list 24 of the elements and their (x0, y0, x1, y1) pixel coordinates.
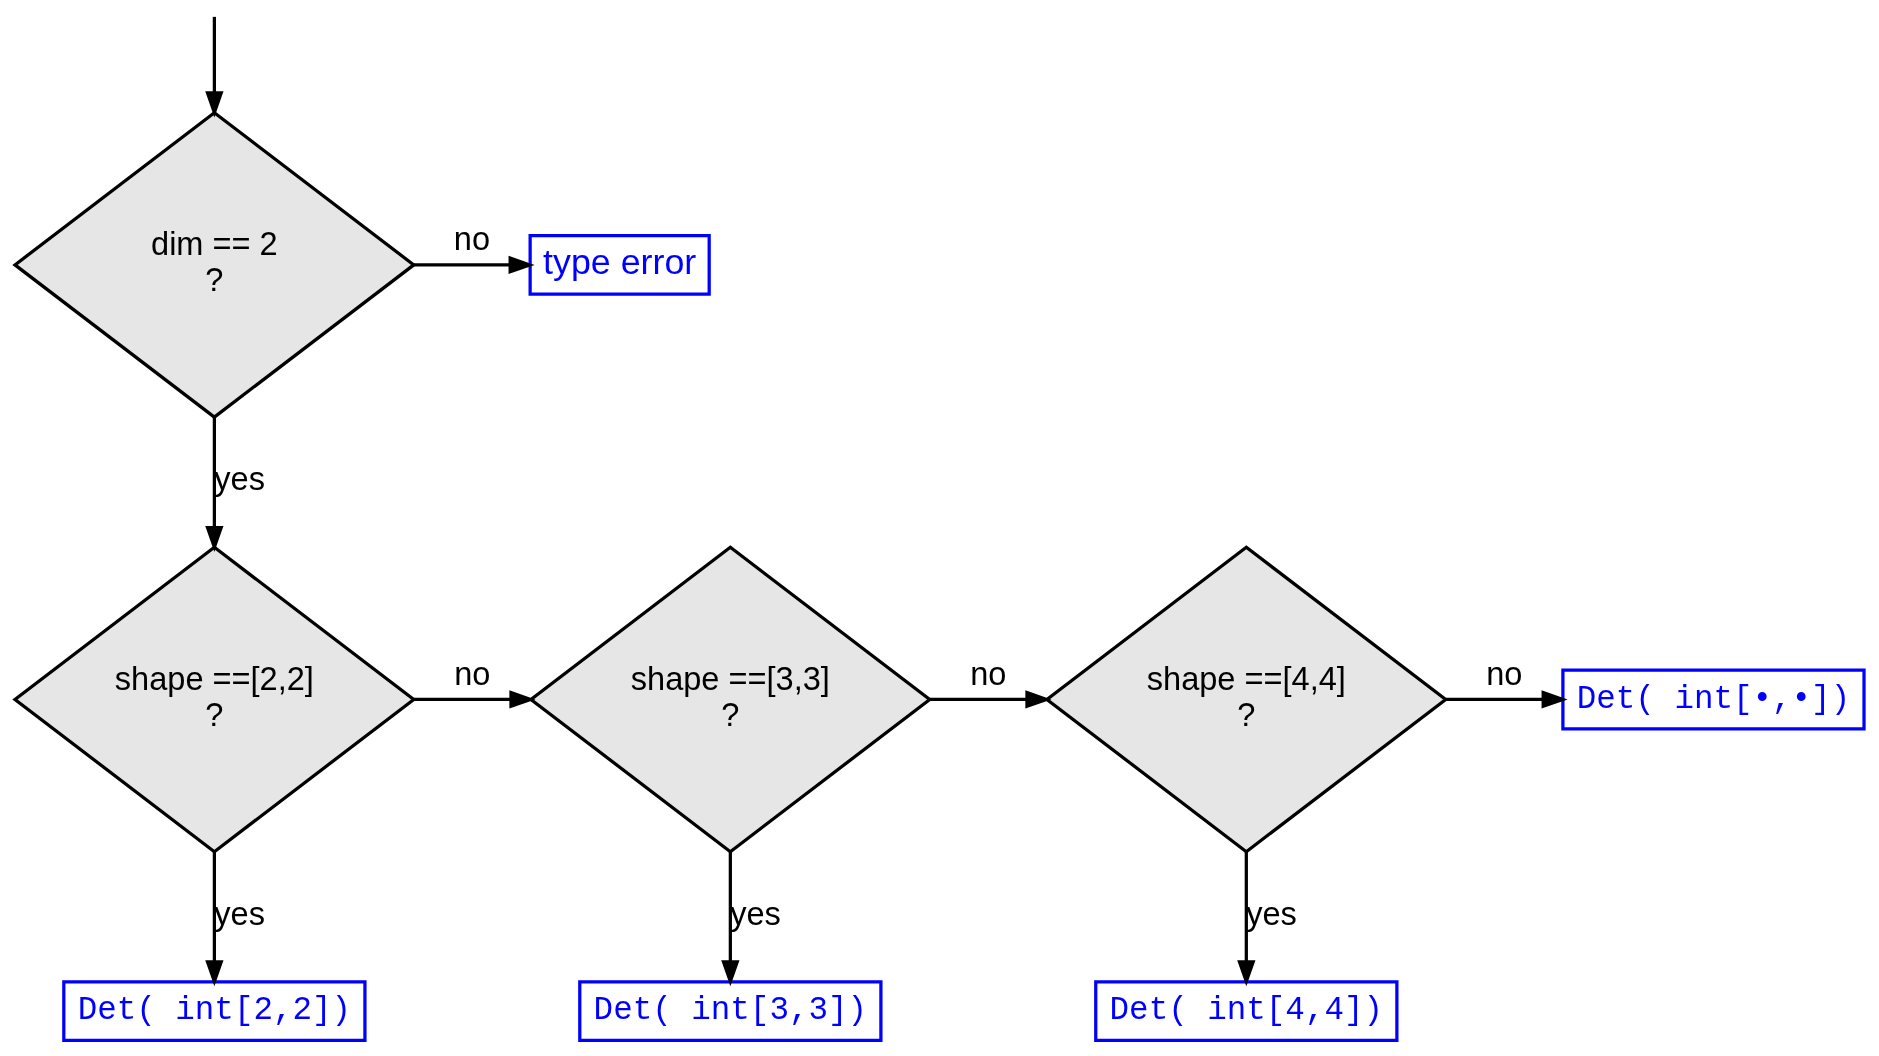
node-box: Det( int[2,2]) (62, 980, 367, 1043)
node-box: type error (528, 233, 711, 296)
node-diamond: shape ==[4,4] ? (1044, 545, 1449, 854)
arrow (205, 16, 224, 118)
node-diamond: dim == 2 ? (12, 110, 417, 420)
arrow (1237, 851, 1256, 987)
edge-label: no (454, 655, 491, 692)
node-box: Det( int[3,3]) (578, 980, 883, 1043)
arrow (929, 690, 1052, 709)
arrow (1445, 690, 1568, 709)
node-diamond: shape ==[2,2] ? (12, 545, 417, 854)
edge-label: yes (214, 895, 265, 932)
arrow (414, 255, 535, 275)
arrow (205, 417, 224, 553)
arrow (205, 851, 224, 987)
arrow (413, 690, 536, 709)
edge-label: no (970, 655, 1007, 692)
node-diamond: shape ==[3,3] ? (528, 545, 933, 854)
arrow (721, 851, 740, 987)
node-box: Det( int[•,•]) (1561, 668, 1866, 731)
node-box: Det( int[4,4]) (1094, 980, 1399, 1043)
edge-label: no (453, 221, 491, 258)
edge-label: no (1486, 655, 1523, 692)
edge-label: yes (214, 461, 265, 498)
